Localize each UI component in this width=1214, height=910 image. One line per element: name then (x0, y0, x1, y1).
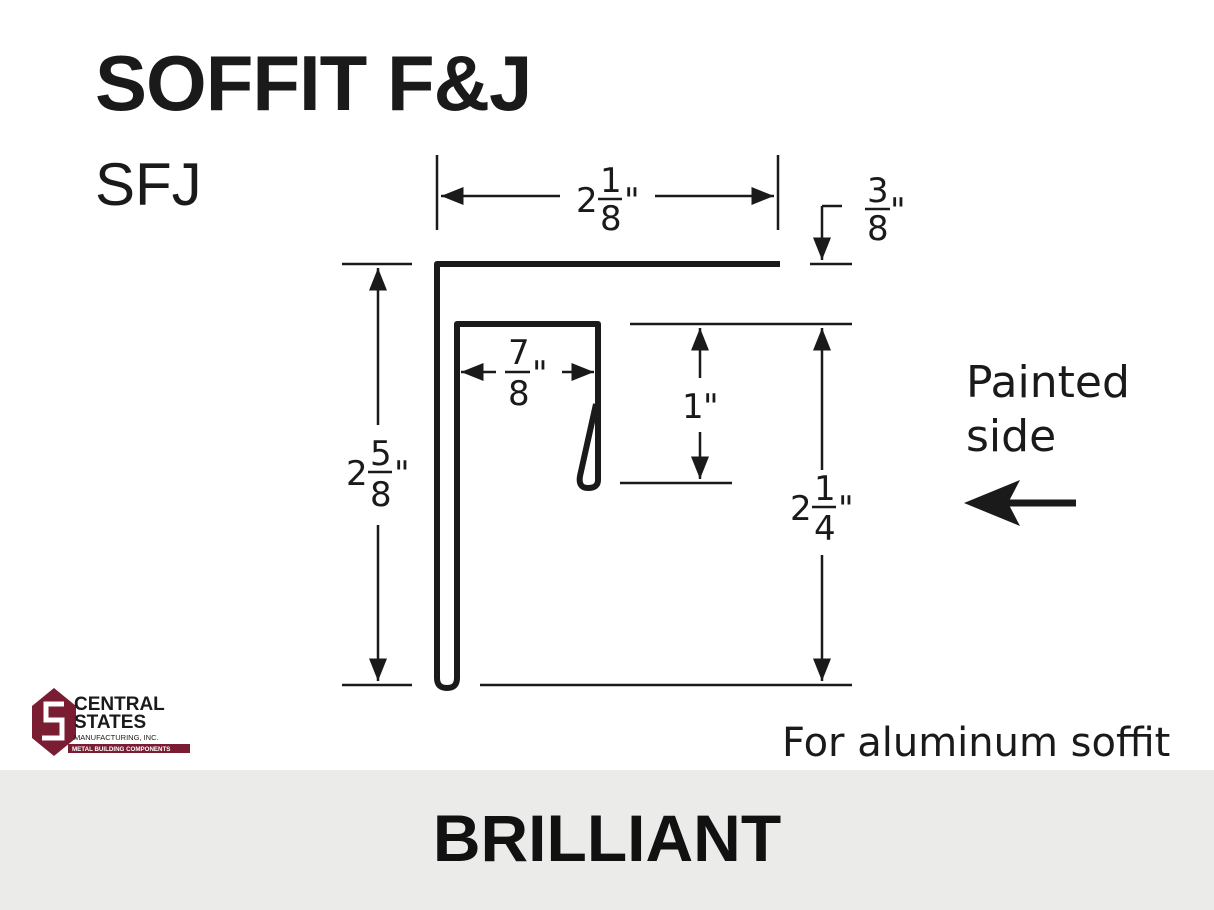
channel-depth-whole: 1 (682, 387, 704, 427)
top-width-num: 1 (600, 161, 622, 201)
company-logo: CENTRAL STATES MANUFACTURING, INC. METAL… (30, 686, 200, 758)
inner-width-num: 7 (508, 333, 530, 373)
inch-mark: " (838, 489, 854, 529)
total-height-num: 5 (370, 434, 392, 474)
side-word: side (966, 411, 1057, 462)
extension-lines (342, 155, 852, 687)
painted-word: Painted (966, 357, 1130, 408)
lip-num: 3 (867, 171, 889, 211)
logo-line-3: MANUFACTURING, INC. (74, 733, 159, 742)
inner-width-den: 8 (508, 374, 530, 414)
logo-banner (68, 744, 190, 753)
painted-side-label: Painted side (966, 356, 1130, 464)
dimension-labels: 2 1 8 " 3 8 " 7 8 " 1 " 2 5 8 " 2 1 4 " (346, 161, 906, 549)
channel-height-den: 4 (814, 509, 836, 549)
top-width-den: 8 (600, 199, 622, 239)
inch-mark: " (703, 387, 719, 427)
total-height-den: 8 (370, 475, 392, 515)
inch-mark: " (394, 454, 410, 494)
top-width-whole: 2 (576, 181, 598, 221)
inch-mark: " (890, 191, 906, 231)
logo-line-2: STATES (74, 712, 146, 733)
profile-outline (434, 261, 780, 691)
logo-mark: CENTRAL STATES MANUFACTURING, INC. METAL… (32, 688, 190, 756)
logo-line-4: METAL BUILDING COMPONENTS (72, 746, 170, 753)
product-code: SFJ (95, 151, 202, 218)
inch-mark: " (624, 181, 640, 221)
finish-band (0, 770, 1214, 910)
dimension-arrows (369, 187, 831, 681)
logo-s-icon (42, 701, 65, 741)
channel-height-whole: 2 (790, 489, 812, 529)
lip-den: 8 (867, 209, 889, 249)
arrow-left-icon (964, 480, 1076, 526)
inch-mark: " (532, 354, 548, 394)
product-title: SOFFIT F&J (95, 39, 532, 127)
total-height-whole: 2 (346, 454, 368, 494)
finish-label: BRILLIANT (432, 801, 782, 875)
usage-note: For aluminum soffit (782, 720, 1171, 766)
logo-line-1: CENTRAL (74, 694, 165, 715)
channel-height-num: 1 (814, 469, 836, 509)
